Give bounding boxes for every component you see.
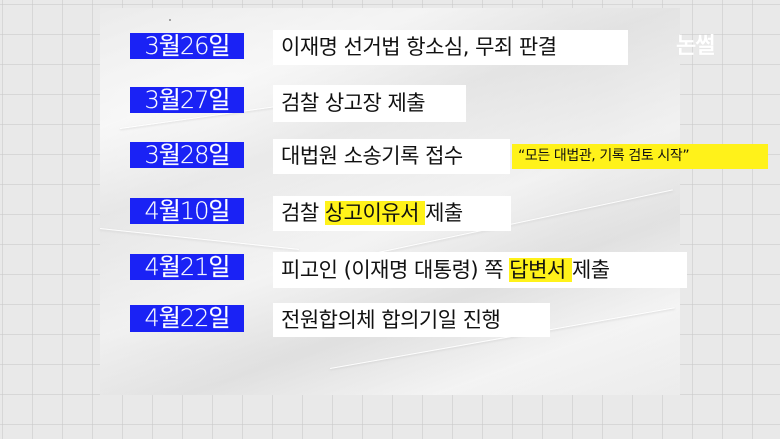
timeline-date-6: 4월22일 bbox=[130, 305, 244, 332]
event-text: 피고인 (이재명 대통령) 쪽 bbox=[281, 258, 510, 282]
timeline-event-5: 피고인 (이재명 대통령) 쪽 답변서 제출 bbox=[273, 252, 687, 288]
timeline-date-5: 4월21일 bbox=[130, 254, 244, 280]
event-highlight: 답변서 bbox=[509, 258, 572, 282]
timeline-event-4: 검찰 상고이유서 제출 bbox=[273, 196, 511, 231]
timeline-event-6: 전원합의체 합의기일 진행 bbox=[273, 303, 550, 337]
timeline-date-1: 3월26일 bbox=[130, 33, 244, 59]
timeline-quote-3: “모든 대법관, 기록 검토 시작” bbox=[512, 144, 768, 169]
event-text: 검찰 bbox=[281, 201, 325, 225]
timeline-event-2: 검찰 상고장 제출 bbox=[273, 85, 466, 122]
event-text: 제출 bbox=[571, 258, 610, 282]
timeline-event-3: 대법원 소송기록 접수 bbox=[273, 139, 510, 174]
timeline-date-2: 3월27일 bbox=[130, 87, 244, 113]
event-highlight: 상고이유서 bbox=[324, 201, 426, 225]
channel-logo: 논썰 bbox=[676, 34, 715, 59]
paper-crease bbox=[99, 228, 299, 250]
timeline-date-3: 3월28일 bbox=[130, 142, 244, 168]
timeline-event-1: 이재명 선거법 항소심, 무죄 판결 bbox=[273, 30, 628, 65]
event-text: 제출 bbox=[425, 201, 463, 225]
paper-speck bbox=[169, 19, 171, 21]
timeline-date-4: 4월10일 bbox=[130, 198, 244, 224]
